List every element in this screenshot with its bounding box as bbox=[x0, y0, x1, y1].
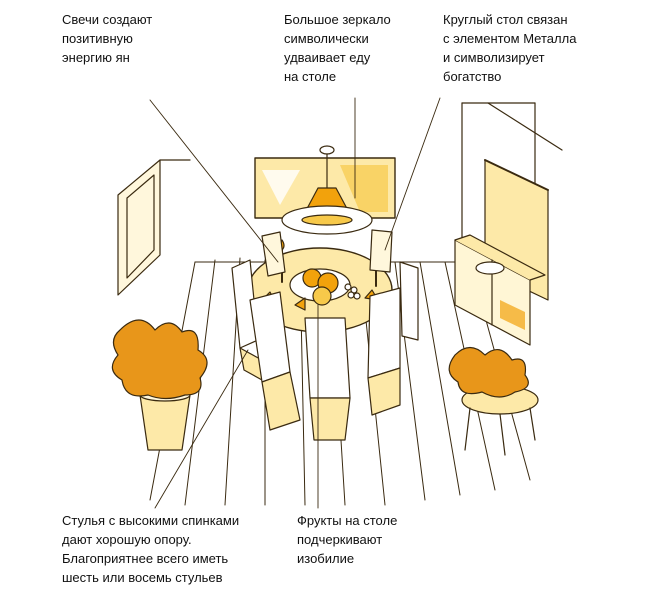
caption-candles: Свечи создают позитивную энергию ян bbox=[62, 10, 152, 67]
caption-line: Свечи создают bbox=[62, 12, 153, 27]
caption-line: шесть или восемь стульев bbox=[62, 570, 223, 585]
caption-line: энергию ян bbox=[62, 50, 130, 65]
caption-line: удваивает еду bbox=[284, 50, 371, 65]
caption-line: позитивную bbox=[62, 31, 133, 46]
caption-round-table: Круглый стол связан с элементом Металла … bbox=[443, 10, 576, 86]
chair-front-center bbox=[304, 317, 351, 441]
caption-line: с элементом Металла bbox=[443, 31, 577, 46]
fruit-bowl bbox=[302, 268, 361, 306]
caption-line: Круглый стол связан bbox=[443, 12, 568, 27]
sideboard bbox=[454, 234, 546, 346]
plant-right bbox=[448, 346, 539, 456]
left-door bbox=[117, 159, 191, 296]
caption-line: Стулья с высокими спинками bbox=[62, 513, 240, 528]
pendant-lamp bbox=[281, 145, 373, 235]
chair-back-right bbox=[369, 229, 393, 273]
caption-line: подчеркивают bbox=[297, 532, 383, 547]
caption-fruits: Фрукты на столе подчеркивают изобилие bbox=[297, 511, 397, 568]
caption-line: Фрукты на столе bbox=[297, 513, 398, 528]
caption-line: символически bbox=[284, 31, 369, 46]
plant-left bbox=[111, 319, 208, 451]
caption-line: богатство bbox=[443, 69, 502, 84]
caption-line: изобилие bbox=[297, 551, 355, 566]
chair-right bbox=[399, 261, 419, 341]
pointer-lines bbox=[149, 97, 441, 509]
caption-line: дают хорошую опору. bbox=[62, 532, 192, 547]
caption-mirror: Большое зеркало символически удваивает е… bbox=[284, 10, 391, 86]
caption-line: на столе bbox=[284, 69, 337, 84]
chair-back-left bbox=[261, 231, 286, 277]
caption-line: Большое зеркало bbox=[284, 12, 391, 27]
chair-front-left bbox=[249, 291, 301, 431]
caption-line: и символизирует bbox=[443, 50, 545, 65]
caption-line: Благоприятнее всего иметь bbox=[62, 551, 229, 566]
chair-front-right bbox=[367, 287, 401, 416]
caption-chairs: Стулья с высокими спинками дают хорошую … bbox=[62, 511, 239, 587]
